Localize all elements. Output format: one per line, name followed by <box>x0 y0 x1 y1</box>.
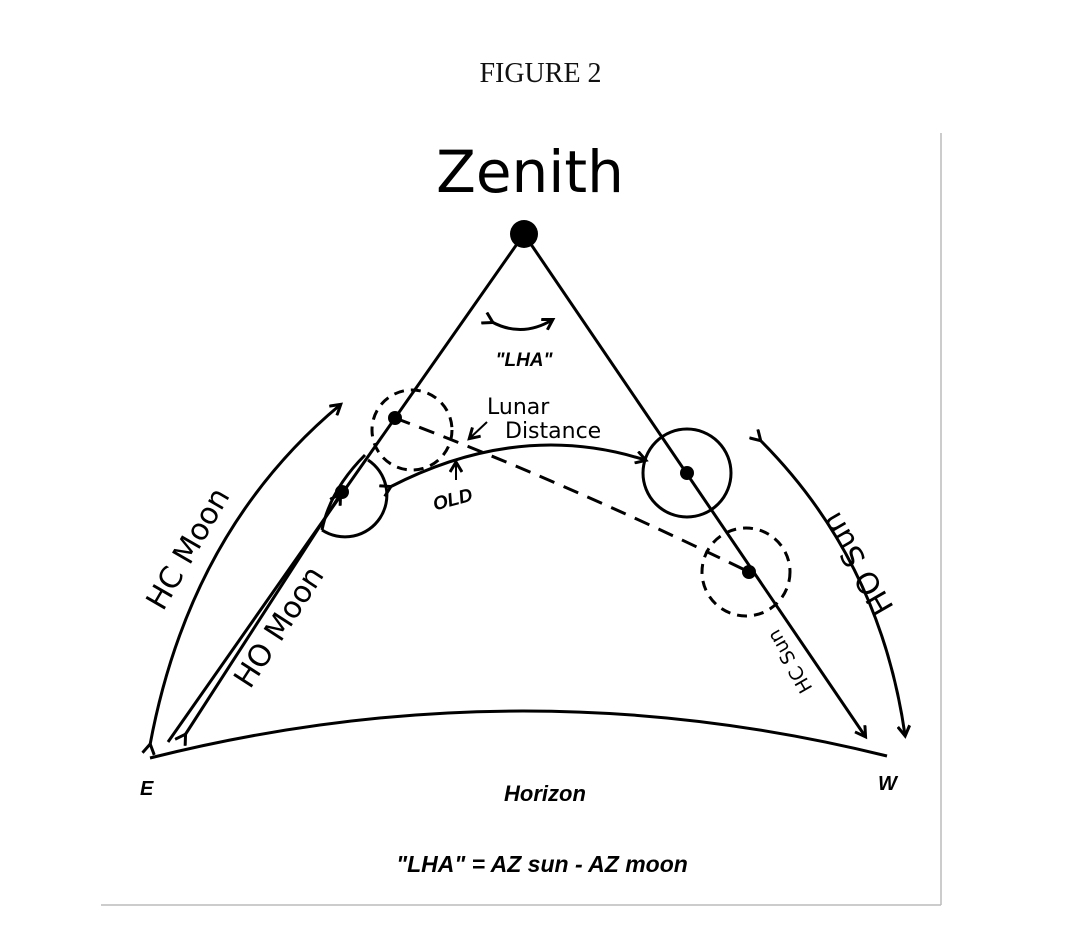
distance-label: Distance <box>505 419 601 444</box>
lunar-distance-pointer <box>470 421 488 438</box>
sun-vertical-line <box>522 233 865 736</box>
hc-sun-label: HC Sun <box>763 626 817 697</box>
figure-caption: FIGURE 2 <box>479 58 602 89</box>
lha-label: "LHA" <box>495 350 553 371</box>
ho-sun-label: HO Sun <box>815 506 902 621</box>
lunar-label: Lunar <box>487 395 550 420</box>
ho-sun-arc <box>760 440 905 735</box>
ho-moon-label: HO Moon <box>227 560 331 694</box>
east-label: E <box>140 778 154 800</box>
hc-moon-label: HC Moon <box>140 482 238 616</box>
zenith-label: Zenith <box>436 138 624 206</box>
old-label: OLD <box>431 485 475 516</box>
observed-lunar-distance-arc <box>390 443 645 487</box>
ho-moon-arrow <box>185 495 340 735</box>
sun-observed-point <box>680 466 694 480</box>
sun-computed-point <box>742 565 756 579</box>
formula-label: "LHA" = AZ sun - AZ moon <box>396 851 688 877</box>
west-label: W <box>878 773 899 795</box>
horizon-curve <box>149 709 888 760</box>
horizon-label: Horizon <box>504 781 586 806</box>
lha-arc-icon <box>492 320 552 332</box>
moon-computed-circle <box>370 388 454 472</box>
